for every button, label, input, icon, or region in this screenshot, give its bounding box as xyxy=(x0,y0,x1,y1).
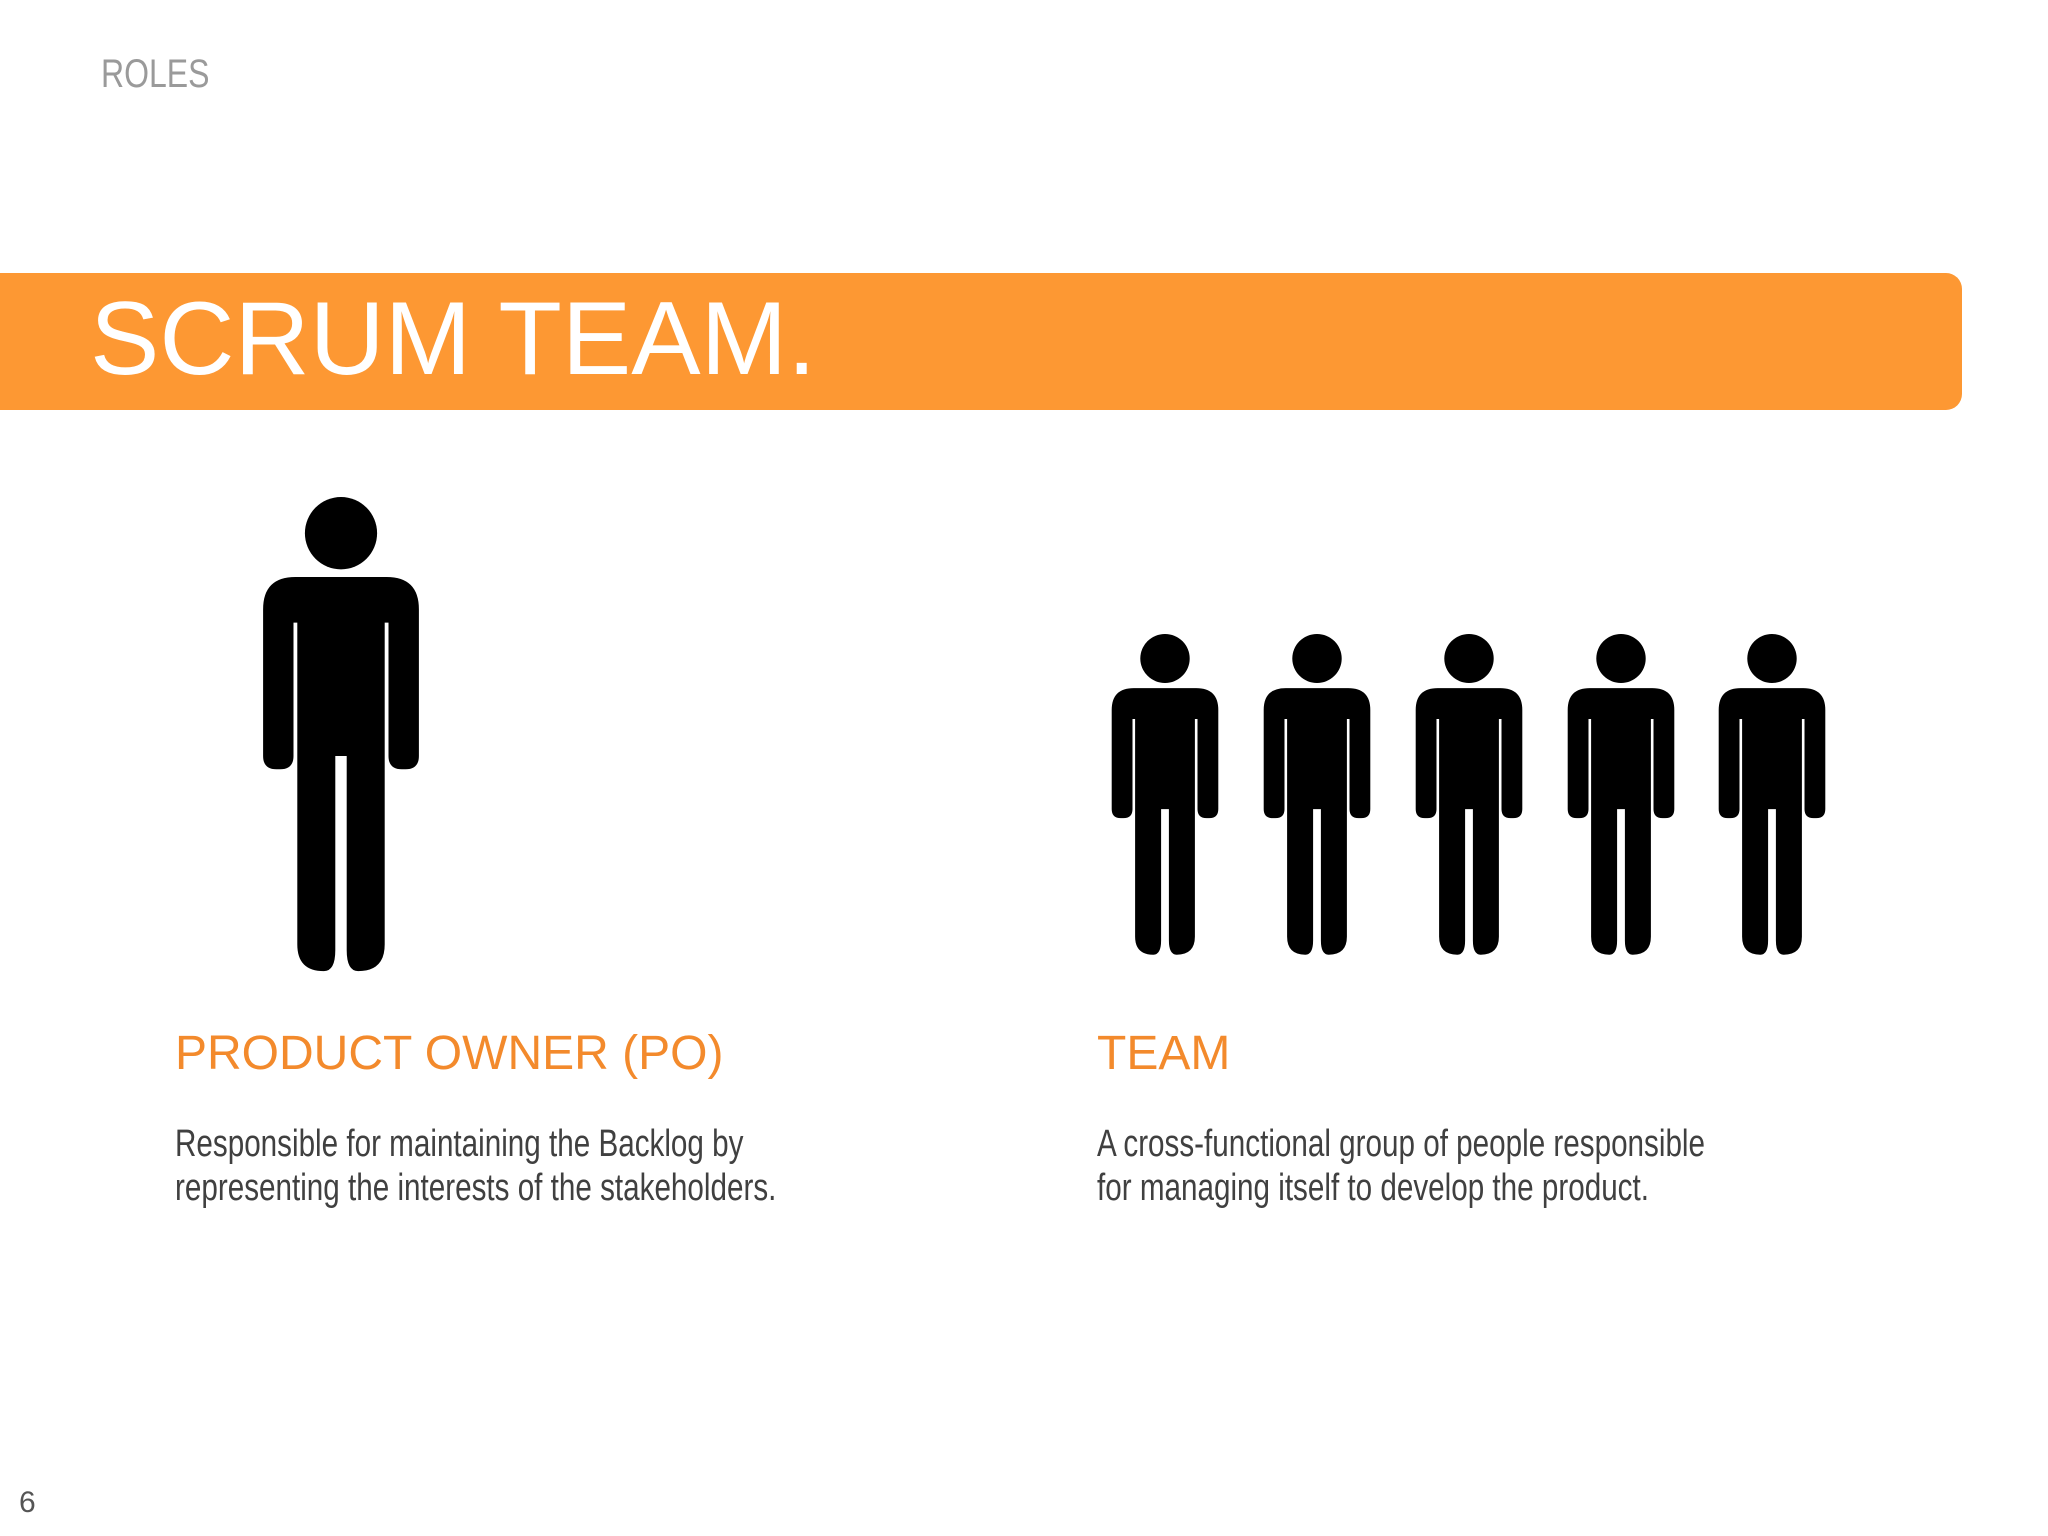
team-heading: TEAM xyxy=(1097,1027,1231,1080)
team-description-line: A cross-functional group of people respo… xyxy=(1097,1123,1705,1165)
person-icon xyxy=(1404,634,1534,956)
product-owner-description-line: representing the interests of the stakeh… xyxy=(175,1167,777,1209)
person-icon xyxy=(1707,634,1837,956)
title-bar xyxy=(0,273,1962,410)
slide-title: SCRUM TEAM. xyxy=(90,281,817,397)
page-number: 6 xyxy=(19,1486,36,1519)
person-icon xyxy=(1556,634,1686,956)
product-owner-description: Responsible for maintaining the Backlog … xyxy=(175,1122,776,1210)
person-icon xyxy=(1252,634,1382,956)
product-owner-description-line: Responsible for maintaining the Backlog … xyxy=(175,1123,744,1165)
person-icon xyxy=(246,497,436,973)
team-description: A cross-functional group of people respo… xyxy=(1097,1122,1705,1210)
team-description-line: for managing itself to develop the produ… xyxy=(1097,1167,1649,1209)
product-owner-heading: PRODUCT OWNER (PO) xyxy=(175,1027,724,1080)
person-icon xyxy=(1100,634,1230,956)
section-label: ROLES xyxy=(101,52,210,96)
